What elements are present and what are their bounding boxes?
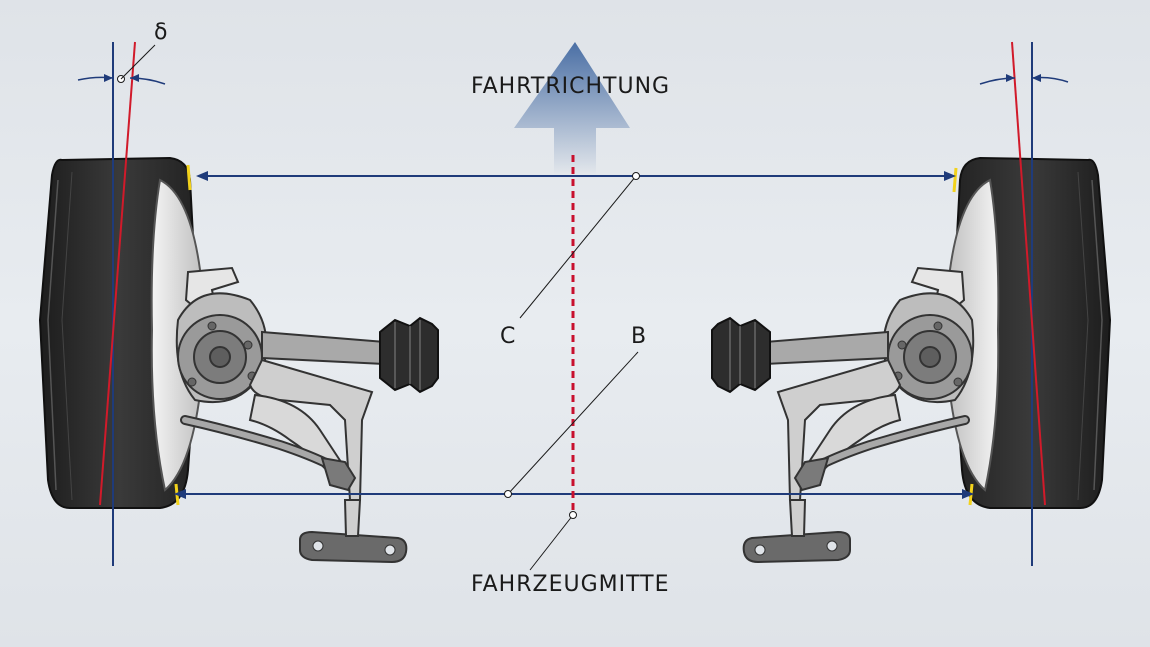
measurement-line-c (196, 171, 956, 181)
direction-arrow (514, 42, 630, 175)
label-delta: δ (154, 20, 169, 45)
label-b: B (631, 324, 648, 349)
direction-label: FAHRTRICHTUNG (471, 74, 671, 99)
right-angle-lines (979, 41, 1069, 566)
left-angle-lines (77, 41, 166, 566)
measure-marks (174, 164, 974, 506)
vehicle-center-label: FAHRZEUGMITTE (471, 572, 670, 597)
label-c: C (500, 324, 517, 349)
leader-lines (504, 172, 640, 571)
